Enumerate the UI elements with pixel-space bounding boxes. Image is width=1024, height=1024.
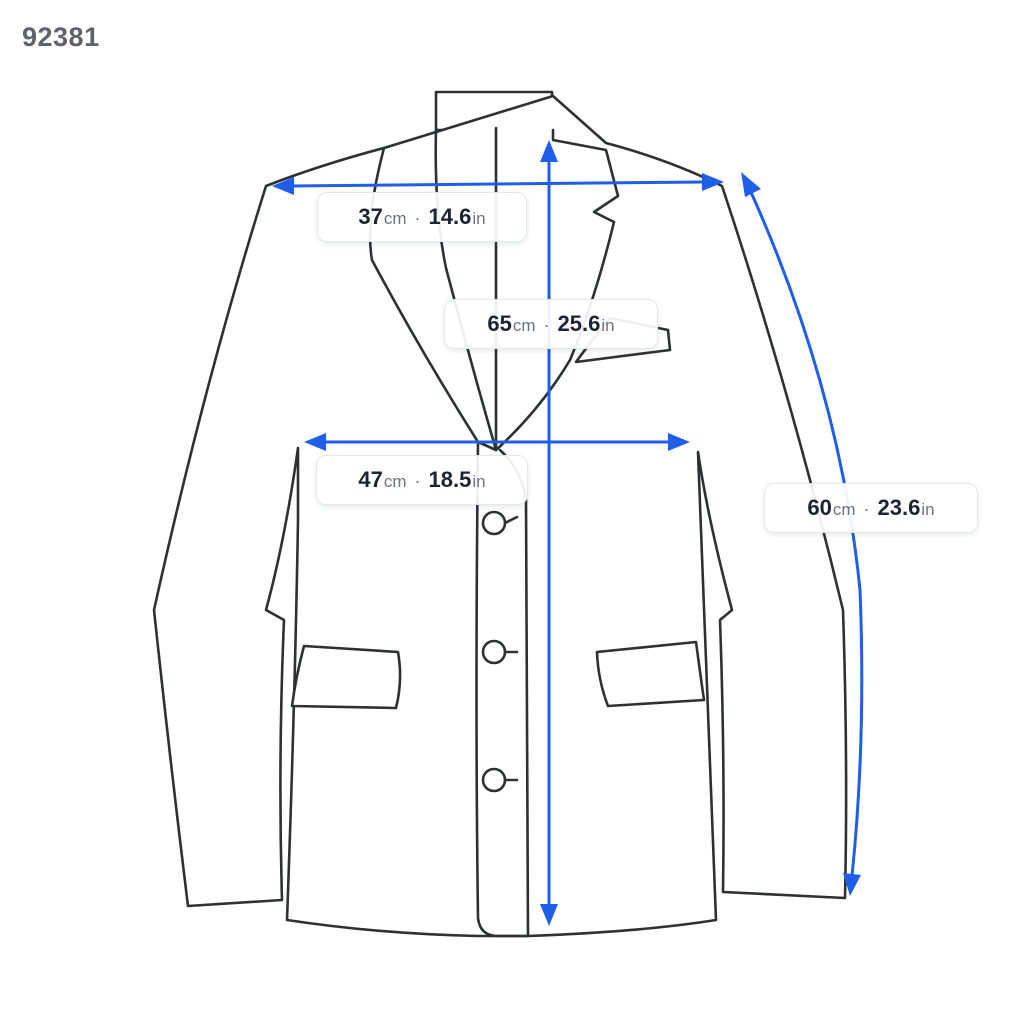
chest-in-value: 18.5 xyxy=(428,467,472,492)
length-in-value: 25.6 xyxy=(557,311,601,336)
product-id: 92381 xyxy=(22,22,100,52)
in-unit: in xyxy=(601,316,615,335)
cm-unit: cm xyxy=(832,500,856,519)
length-cm-value: 65 xyxy=(487,311,512,336)
chest-cm-value: 47 xyxy=(358,467,383,492)
shoulder-measure-arrow xyxy=(272,173,724,195)
cm-unit: cm xyxy=(512,316,536,335)
length-measure-arrow xyxy=(540,140,558,926)
right-hip-pocket xyxy=(595,640,706,708)
button-3 xyxy=(481,767,519,793)
sleeve-in-value: 23.6 xyxy=(877,495,921,520)
separator: · xyxy=(414,208,421,228)
separator: · xyxy=(863,499,870,519)
cm-unit: cm xyxy=(383,472,407,491)
sleeve-measure-arrow xyxy=(741,172,864,896)
in-unit: in xyxy=(921,500,935,519)
shoulder-cm-value: 37 xyxy=(358,204,383,229)
button-2 xyxy=(481,639,519,665)
in-unit: in xyxy=(472,472,486,491)
separator: · xyxy=(414,471,421,491)
button-1 xyxy=(481,510,519,536)
left-hip-pocket xyxy=(290,644,402,710)
separator: · xyxy=(543,315,550,335)
sleeve-cm-value: 60 xyxy=(807,495,832,520)
cm-unit: cm xyxy=(383,209,407,228)
chest-measure-arrow xyxy=(304,433,690,451)
in-unit: in xyxy=(472,209,486,228)
shoulder-in-value: 14.6 xyxy=(428,204,472,229)
